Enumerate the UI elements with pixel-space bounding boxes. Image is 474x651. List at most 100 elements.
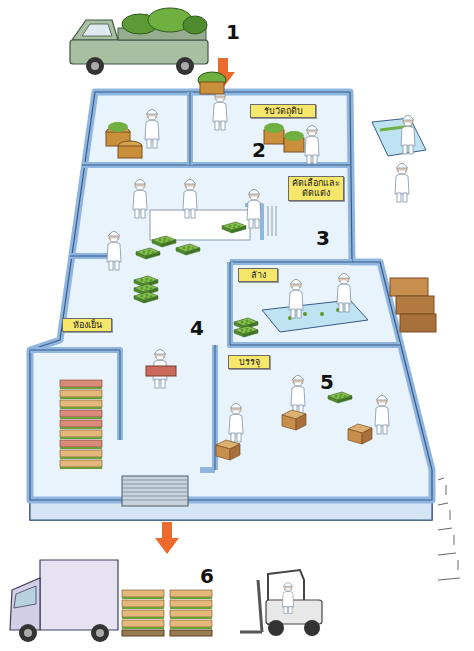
cold-room (60, 380, 102, 469)
callout-number: 2 (252, 140, 266, 160)
pallet-stacks (122, 590, 212, 636)
sorting-room-part (247, 189, 261, 228)
delivery-van-part (40, 560, 118, 630)
stacked-boxes-part (396, 296, 434, 314)
washing-room-part (303, 312, 307, 316)
flow-arrow (155, 522, 179, 554)
delivery-van-part (19, 624, 37, 642)
forklift-part (240, 631, 262, 634)
cold-room-part (60, 430, 102, 439)
building-floor-part (30, 92, 432, 520)
sign-text: ล้าง (241, 270, 275, 280)
pickup-truck (70, 8, 208, 75)
building-walls-part (30, 350, 120, 440)
washing-room-part (262, 300, 368, 332)
room-sign: ล้าง (238, 268, 278, 282)
delivery-van (10, 560, 118, 642)
building-walls (30, 92, 432, 500)
packing-room-part (216, 440, 240, 460)
pickup-truck-part (82, 24, 112, 36)
outside-wash-station-part (401, 115, 415, 154)
building-walls-part (230, 262, 400, 345)
building-walls-part (30, 92, 432, 500)
sorting-room-part (183, 179, 197, 218)
packing-room (216, 375, 389, 460)
receiving-room-part (213, 91, 227, 130)
roller-door-part (268, 206, 276, 236)
loading-marks-part (446, 485, 458, 570)
sign-text: คัดเลือกและตัดแต่ง (291, 178, 341, 199)
sorting-room-part (136, 248, 160, 259)
sorting-room-part (152, 236, 176, 247)
packing-room-part (282, 410, 306, 430)
washing-room-part (289, 279, 303, 318)
callout-number: 5 (320, 372, 334, 392)
forklift-part (282, 583, 293, 614)
forklift-part (268, 620, 284, 636)
sorting-room-part (176, 244, 200, 255)
sorting-room-part (150, 210, 250, 240)
cold-room-part (60, 450, 102, 459)
cold-room-part (60, 410, 102, 419)
stacked-boxes-part (400, 314, 436, 332)
receiving-room-part (264, 123, 284, 133)
sign-text: ห้องเย็น (65, 320, 109, 330)
pickup-truck-part (181, 62, 189, 70)
forklift-part (258, 580, 262, 632)
forklift (240, 570, 322, 636)
pickup-truck-part (91, 62, 99, 70)
packing-room-part (229, 403, 243, 442)
callout-number: 3 (316, 228, 330, 248)
pallet-stacks-part (122, 590, 164, 599)
outside-wash-station-part (372, 118, 426, 156)
sign-text: บรรจุ (231, 357, 267, 367)
washing-room (234, 273, 368, 337)
sorting-room-part (133, 179, 147, 218)
pallet-stacks-part (170, 590, 212, 599)
washing-room-part (320, 312, 324, 316)
packing-room-part (328, 392, 352, 403)
pallet-stacks-part (170, 630, 212, 636)
roller-door-part (122, 476, 188, 506)
forklift-part (304, 620, 320, 636)
building-walls-part (30, 92, 432, 500)
building-walls-part (200, 345, 215, 470)
sorting-room-part (107, 231, 121, 270)
cold-room-part (60, 390, 102, 399)
receiving-room-part (108, 122, 128, 132)
building-walls-part (82, 165, 350, 166)
packing-room-part (291, 375, 305, 414)
building-walls-part (230, 262, 400, 345)
carrying-worker-part (146, 366, 176, 376)
building-walls-part (190, 92, 191, 165)
pallet-stacks-part (170, 620, 212, 629)
roller-door-part (122, 480, 188, 500)
delivery-van-part (10, 578, 40, 630)
callout-number: 6 (200, 566, 214, 586)
receiving-room-part (305, 125, 319, 164)
washing-room-part (337, 273, 351, 312)
cold-room-part (60, 460, 102, 469)
room-sign: ห้องเย็น (62, 318, 112, 332)
building-walls-part (215, 345, 216, 470)
delivery-van-part (24, 629, 32, 637)
callout-number: 1 (226, 22, 240, 42)
pallet-stacks-part (122, 600, 164, 609)
pickup-truck-part (176, 57, 194, 75)
pickup-truck-part (86, 57, 104, 75)
loading-marks (438, 478, 460, 580)
carrying-worker (146, 349, 176, 388)
callout-number: 4 (190, 318, 204, 338)
building-walls-part (30, 350, 120, 440)
cold-room-part (60, 400, 102, 409)
washing-room-part (234, 326, 258, 337)
sorting-room-part (222, 222, 246, 233)
packing-room-part (375, 395, 389, 434)
stacked-boxes (390, 278, 436, 332)
pallet-stacks-part (122, 630, 164, 636)
cold-room-part (60, 420, 102, 429)
receiving-room (106, 72, 319, 164)
stacked-boxes-part (390, 278, 428, 296)
roller-door (122, 206, 276, 506)
